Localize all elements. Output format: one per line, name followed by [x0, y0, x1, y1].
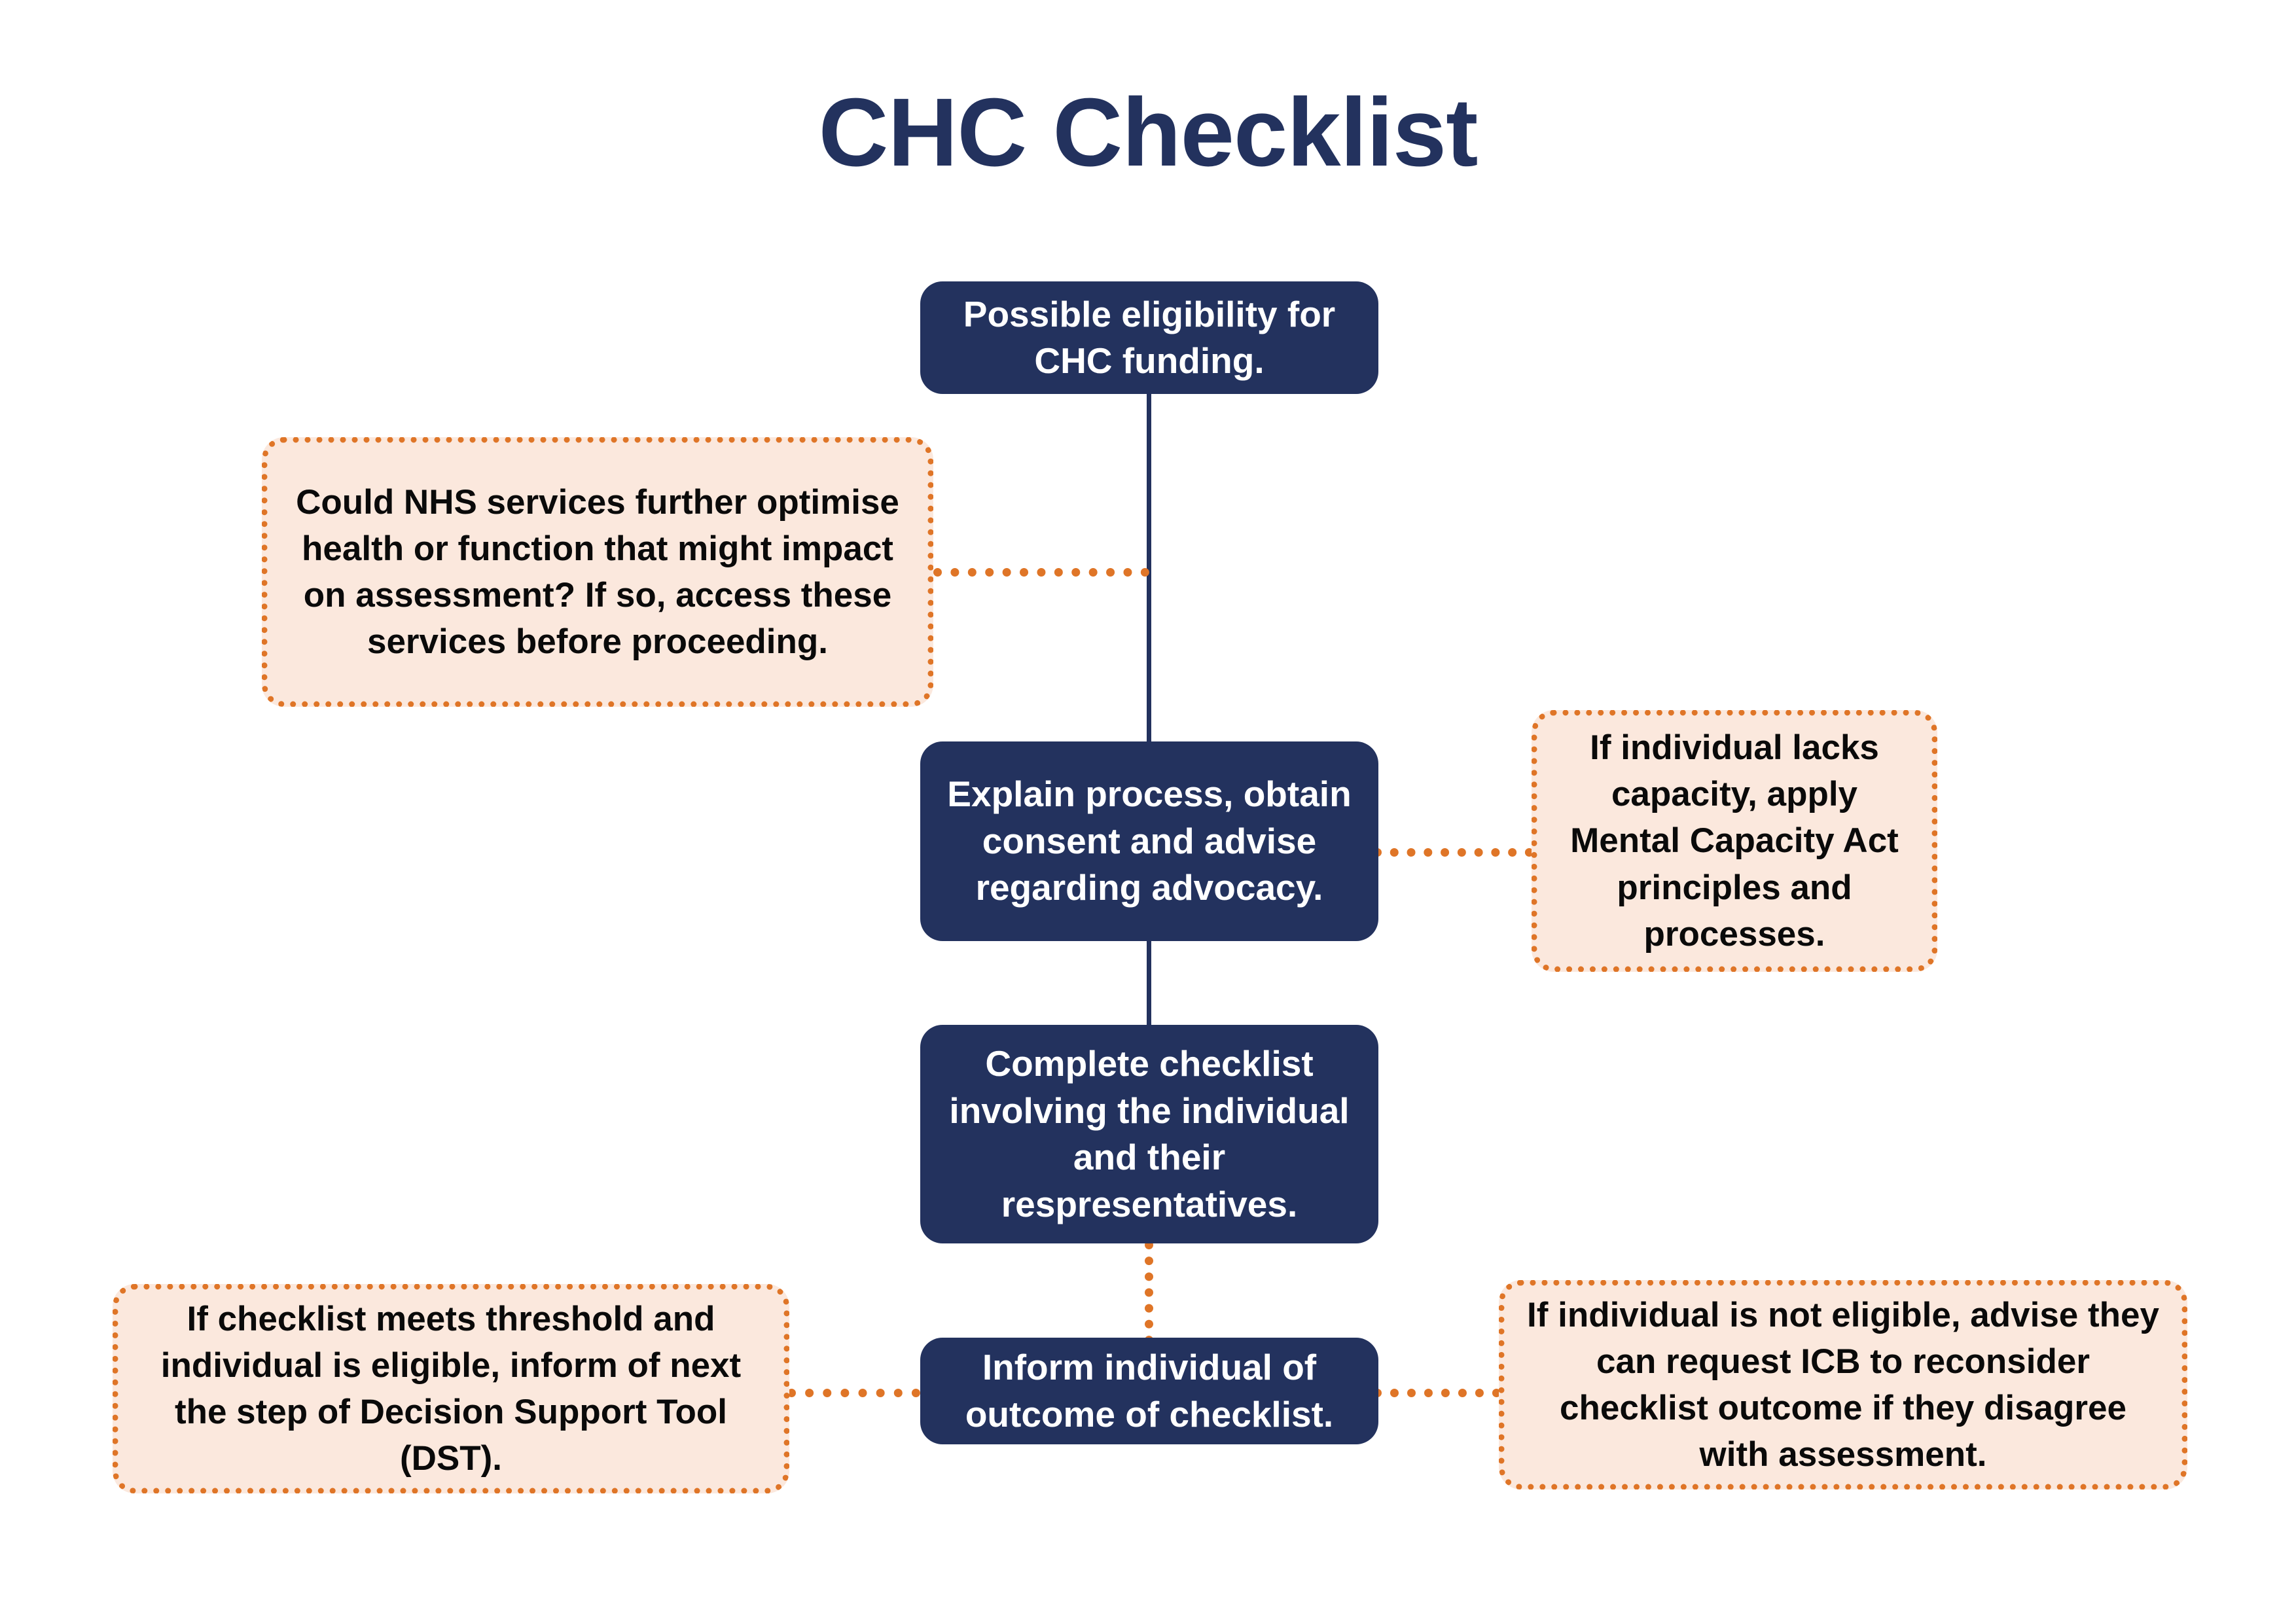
callout-note-optimise-services[interactable]: Could NHS services further optimise heal… — [262, 437, 933, 707]
connector-note-optimise-to-spine — [933, 568, 1149, 577]
page-title: CHC Checklist — [818, 79, 1479, 187]
flow-node-explain-process[interactable]: Explain process, obtain consent and advi… — [920, 741, 1378, 941]
connector-node2-to-node3 — [1147, 937, 1151, 1030]
flow-node-possible-eligibility[interactable]: Possible eligibility for CHC funding. — [920, 281, 1378, 394]
connector-note-threshold-to-node4 — [787, 1389, 920, 1397]
callout-note-mental-capacity[interactable]: If individual lacks capacity, apply Ment… — [1532, 710, 1937, 972]
connector-note-not-eligible-to-node4 — [1373, 1389, 1501, 1397]
callout-note-meets-threshold[interactable]: If checklist meets threshold and individ… — [113, 1284, 789, 1493]
flow-node-complete-checklist[interactable]: Complete checklist involving the individ… — [920, 1025, 1378, 1243]
connector-note-capacity-to-node2 — [1373, 848, 1534, 857]
connector-node3-to-node4 — [1145, 1241, 1153, 1344]
flow-node-inform-outcome[interactable]: Inform individual of outcome of checklis… — [920, 1338, 1378, 1444]
callout-note-not-eligible[interactable]: If individual is not eligible, advise th… — [1499, 1280, 2187, 1489]
